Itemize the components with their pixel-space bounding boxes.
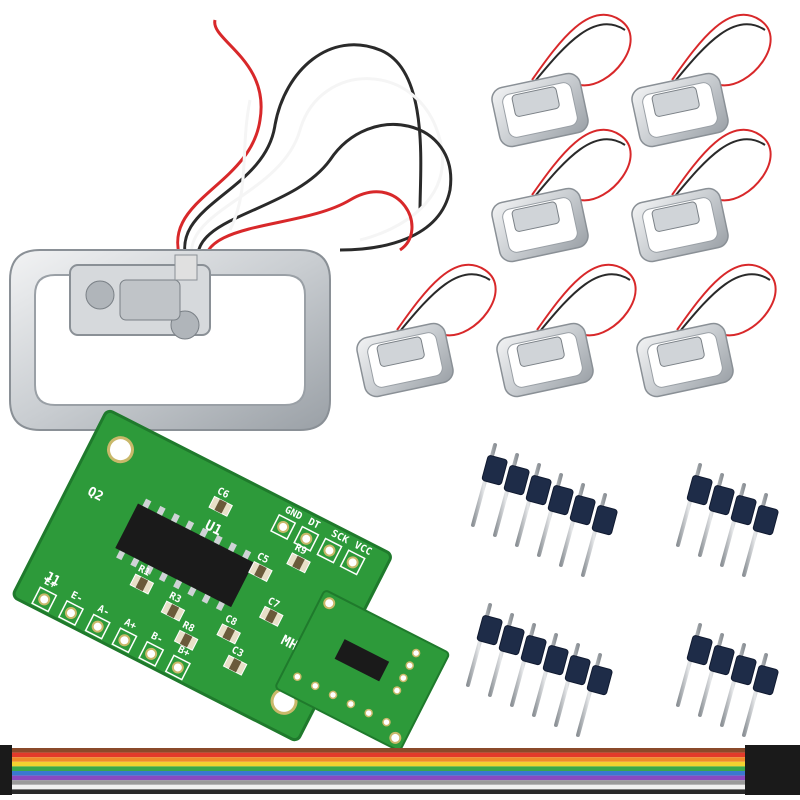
hx711-board-small (275, 590, 450, 751)
component-label: C8 (223, 613, 239, 628)
component-label: R9 (293, 542, 309, 557)
load-cell-wires (176, 19, 453, 271)
pin-label-left: A+ (122, 617, 138, 632)
component-label: R8 (180, 620, 196, 635)
small-chip (334, 639, 390, 682)
chip-pins (116, 498, 252, 612)
pin-header (676, 623, 779, 737)
component-label: C5 (255, 551, 271, 566)
small-load-cell-grid (356, 13, 777, 398)
hx711-chip (115, 503, 254, 608)
large-load-cell (9, 19, 453, 431)
small-load-cell (631, 13, 772, 148)
transistor-label: Q2 (85, 484, 106, 504)
left-pin-row: E+E-A-A+B-B+ (31, 576, 191, 681)
small-load-cell (631, 128, 772, 263)
wire-connector (174, 254, 198, 281)
small-load-cell (496, 263, 637, 398)
small-load-cell (356, 263, 497, 398)
small-load-cell (491, 128, 632, 263)
mounting-hole (106, 436, 134, 464)
cable-connector-left (0, 745, 12, 795)
pin-header (676, 463, 779, 577)
pin-header (471, 443, 618, 577)
cable-connector-right (745, 745, 800, 795)
component-label: C6 (215, 486, 231, 501)
pin-label-left: E+ (42, 576, 58, 591)
pin-headers (466, 443, 779, 737)
chip-label: U1 (202, 517, 224, 539)
pin-header (466, 603, 613, 737)
pin-label-left: E- (69, 590, 85, 605)
pin-label-left: B- (149, 631, 165, 646)
component-label: C3 (229, 645, 245, 660)
pin-label-top: DT (306, 516, 322, 531)
dupont-ribbon-cable (0, 745, 800, 795)
component-label: C7 (266, 596, 282, 611)
small-load-cell (636, 263, 777, 398)
pin-label-left: A- (96, 603, 112, 618)
component-label: R1 (136, 563, 152, 578)
header-label: J1 (42, 569, 63, 590)
small-load-cell (491, 13, 632, 148)
component-label: R3 (167, 591, 183, 606)
